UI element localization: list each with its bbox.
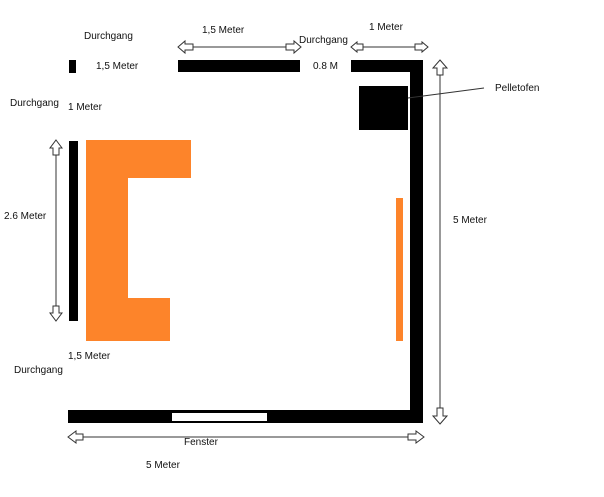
label-left-passage-width: 1 Meter [68, 102, 102, 113]
dimension-arrow-top-middle [177, 39, 302, 55]
dimension-arrow-right-vertical [431, 59, 449, 425]
pellet-stove [359, 86, 408, 130]
stove-leader-line [407, 87, 485, 99]
label-top-left-width: 1,5 Meter [96, 61, 139, 72]
label-right-wall-length: 5 Meter [453, 215, 487, 226]
label-top-middle-width: 1,5 Meter [202, 25, 245, 36]
top-wall-left-stub [69, 60, 76, 73]
furniture-bottom-arm [86, 298, 170, 341]
label-top-left-passage: Durchgang [84, 31, 133, 42]
label-top-middle-passage: Durchgang [299, 35, 348, 46]
label-pellet-stove: Pelletofen [495, 83, 540, 94]
dimension-arrow-top-right [350, 40, 429, 54]
right-wall [410, 60, 423, 423]
furniture-right-strip [396, 198, 403, 341]
label-left-passage: Durchgang [10, 98, 59, 109]
label-top-gap-width: 0.8 M [313, 61, 339, 72]
dimension-arrow-bottom [67, 430, 425, 444]
top-wall-middle [178, 60, 300, 72]
label-top-right-width: 1 Meter [369, 22, 403, 33]
label-left-wall-length: 2.6 Meter [4, 211, 47, 222]
label-window: Fenster [184, 437, 218, 448]
dimension-arrow-left-vertical [49, 139, 63, 322]
label-bottom-left-passage: Durchgang [14, 365, 63, 376]
label-bottom-wall-length: 5 Meter [146, 460, 180, 471]
left-wall [69, 141, 78, 321]
label-bottom-left-width: 1,5 Meter [68, 351, 111, 362]
window-gap [172, 413, 267, 421]
top-wall-right [351, 60, 423, 72]
